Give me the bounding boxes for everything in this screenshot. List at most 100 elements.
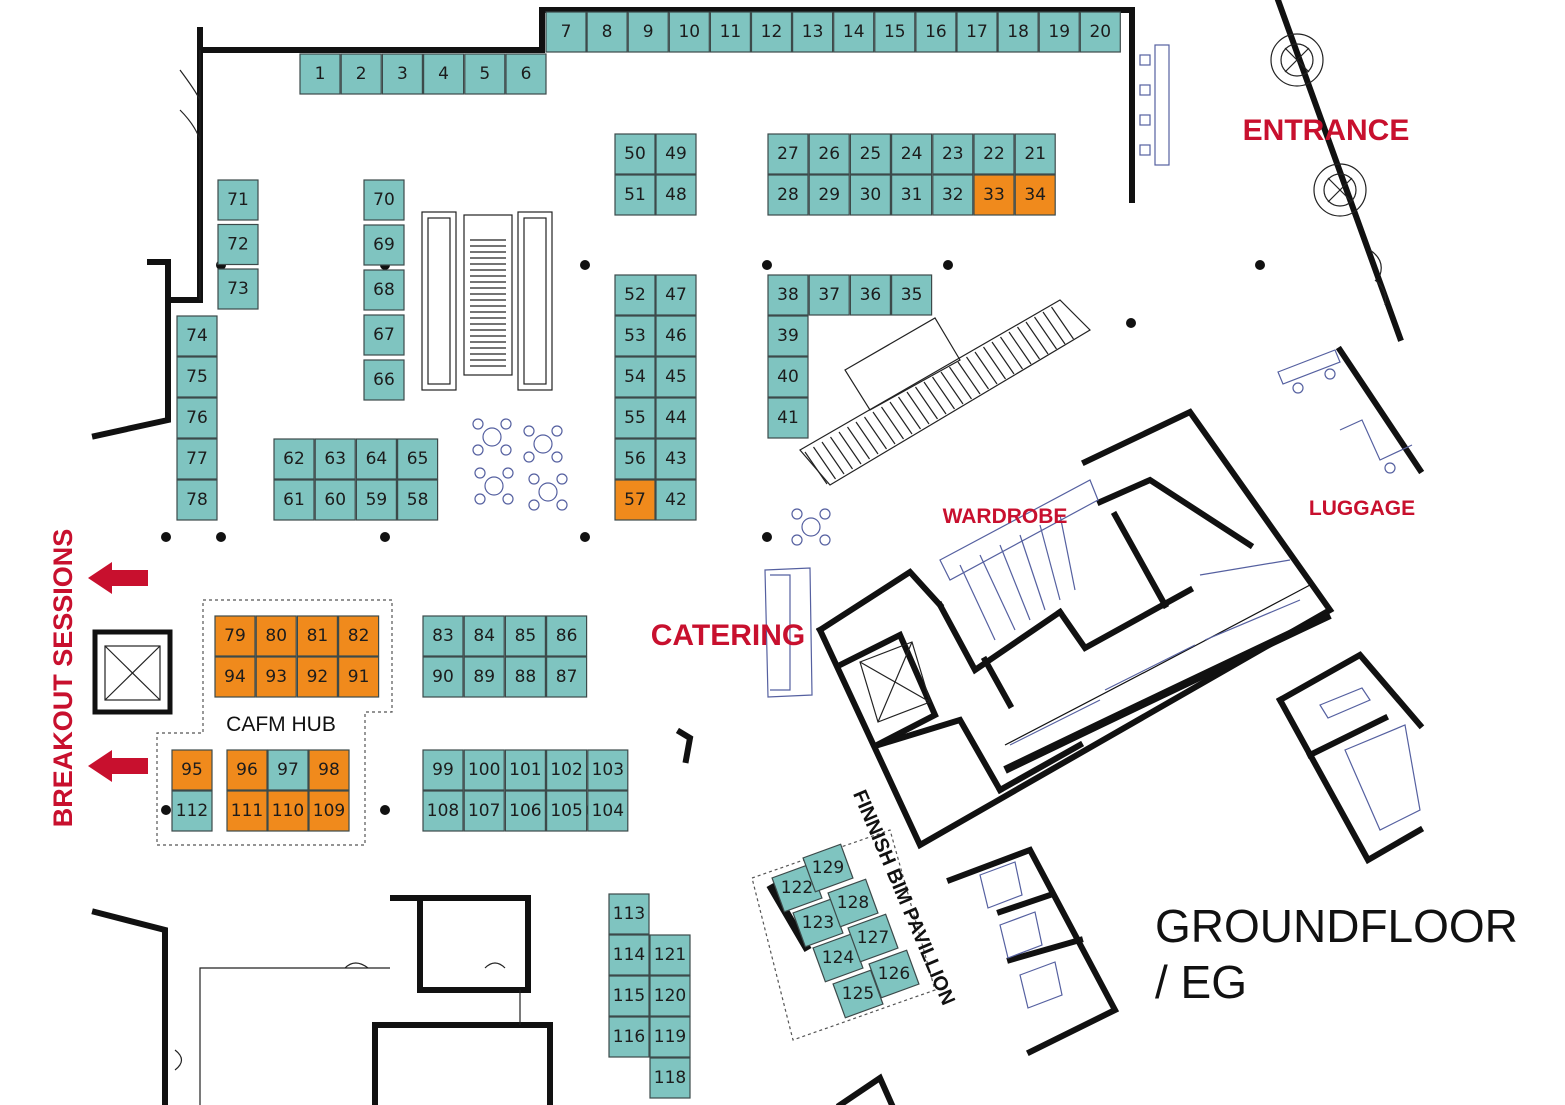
booth-10[interactable]: 10: [668, 11, 710, 53]
booth-89[interactable]: 89: [463, 656, 505, 698]
booth-28[interactable]: 28: [767, 174, 809, 216]
booth-18[interactable]: 18: [997, 11, 1039, 53]
booth-74[interactable]: 74: [176, 315, 218, 357]
booth-119[interactable]: 119: [649, 1016, 691, 1058]
booth-80[interactable]: 80: [255, 615, 297, 657]
booth-111[interactable]: 111: [226, 790, 268, 832]
booth-54[interactable]: 54: [614, 356, 656, 398]
booth-90[interactable]: 90: [422, 656, 464, 698]
booth-42[interactable]: 42: [655, 479, 697, 521]
booth-125[interactable]: 125: [832, 969, 884, 1019]
booth-26[interactable]: 26: [808, 133, 850, 175]
booth-102[interactable]: 102: [545, 749, 588, 791]
booth-1[interactable]: 1: [299, 53, 341, 95]
booth-95[interactable]: 95: [171, 749, 213, 791]
booth-70[interactable]: 70: [363, 179, 405, 221]
booth-24[interactable]: 24: [890, 133, 933, 175]
booth-96[interactable]: 96: [226, 749, 268, 791]
booth-20[interactable]: 20: [1079, 11, 1121, 53]
booth-106[interactable]: 106: [504, 790, 546, 832]
booth-38[interactable]: 38: [767, 274, 809, 316]
booth-68[interactable]: 68: [363, 269, 405, 311]
booth-127[interactable]: 127: [847, 913, 899, 963]
booth-47[interactable]: 47: [655, 274, 697, 316]
booth-126[interactable]: 126: [868, 949, 920, 999]
booth-11[interactable]: 11: [709, 11, 752, 53]
booth-66[interactable]: 66: [363, 359, 405, 401]
booth-91[interactable]: 91: [338, 656, 380, 698]
booth-34[interactable]: 34: [1014, 174, 1056, 216]
booth-109[interactable]: 109: [308, 790, 350, 832]
booth-115[interactable]: 115: [608, 975, 650, 1017]
booth-14[interactable]: 14: [833, 11, 875, 53]
booth-12[interactable]: 12: [750, 11, 793, 53]
booth-86[interactable]: 86: [545, 615, 588, 657]
booth-55[interactable]: 55: [614, 397, 656, 439]
booth-43[interactable]: 43: [655, 438, 697, 480]
booth-5[interactable]: 5: [464, 53, 506, 95]
booth-45[interactable]: 45: [655, 356, 697, 398]
booth-64[interactable]: 64: [355, 438, 397, 480]
booth-83[interactable]: 83: [422, 615, 464, 657]
booth-59[interactable]: 59: [355, 479, 397, 521]
booth-46[interactable]: 46: [655, 315, 697, 357]
booth-27[interactable]: 27: [767, 133, 809, 175]
booth-51[interactable]: 51: [614, 174, 656, 216]
booth-118[interactable]: 118: [649, 1057, 691, 1099]
booth-60[interactable]: 60: [314, 479, 356, 521]
booth-2[interactable]: 2: [340, 53, 382, 95]
booth-25[interactable]: 25: [849, 133, 892, 175]
booth-41[interactable]: 41: [767, 397, 809, 439]
booth-36[interactable]: 36: [849, 274, 892, 316]
booth-85[interactable]: 85: [504, 615, 546, 657]
booth-99[interactable]: 99: [422, 749, 464, 791]
booth-39[interactable]: 39: [767, 315, 809, 357]
booth-63[interactable]: 63: [314, 438, 356, 480]
booth-52[interactable]: 52: [614, 274, 656, 316]
booth-61[interactable]: 61: [273, 479, 315, 521]
breakout-arrow-lower[interactable]: [88, 750, 148, 782]
booth-79[interactable]: 79: [214, 615, 256, 657]
booth-94[interactable]: 94: [214, 656, 256, 698]
booth-15[interactable]: 15: [874, 11, 916, 53]
booth-81[interactable]: 81: [296, 615, 338, 657]
booth-37[interactable]: 37: [808, 274, 850, 316]
breakout-arrow-upper[interactable]: [88, 562, 148, 594]
booth-72[interactable]: 72: [217, 223, 259, 266]
booth-29[interactable]: 29: [808, 174, 850, 216]
booth-75[interactable]: 75: [176, 356, 218, 398]
booth-69[interactable]: 69: [363, 224, 405, 266]
booth-77[interactable]: 77: [176, 438, 218, 480]
booth-16[interactable]: 16: [915, 11, 957, 53]
booth-113[interactable]: 113: [608, 893, 650, 935]
booth-56[interactable]: 56: [614, 438, 656, 480]
booth-4[interactable]: 4: [423, 53, 465, 95]
booth-57[interactable]: 57: [614, 479, 656, 521]
booth-93[interactable]: 93: [255, 656, 297, 698]
booth-22[interactable]: 22: [973, 133, 1015, 175]
booth-33[interactable]: 33: [973, 174, 1015, 216]
booth-88[interactable]: 88: [504, 656, 546, 698]
booth-62[interactable]: 62: [273, 438, 315, 480]
booth-121[interactable]: 121: [649, 934, 691, 976]
booth-19[interactable]: 19: [1038, 11, 1080, 53]
booth-78[interactable]: 78: [176, 479, 218, 521]
booth-76[interactable]: 76: [176, 397, 218, 439]
booth-128[interactable]: 128: [827, 878, 879, 928]
booth-21[interactable]: 21: [1014, 133, 1056, 175]
booth-73[interactable]: 73: [217, 268, 259, 310]
booth-17[interactable]: 17: [956, 11, 998, 53]
booth-108[interactable]: 108: [422, 790, 464, 832]
booth-65[interactable]: 65: [397, 438, 439, 480]
booth-31[interactable]: 31: [890, 174, 933, 216]
booth-32[interactable]: 32: [932, 174, 974, 216]
booth-23[interactable]: 23: [932, 133, 974, 175]
booth-112[interactable]: 112: [171, 790, 213, 832]
booth-87[interactable]: 87: [545, 656, 588, 698]
booth-97[interactable]: 97: [267, 749, 309, 791]
booth-7[interactable]: 7: [545, 11, 587, 53]
booth-58[interactable]: 58: [397, 479, 439, 521]
booth-105[interactable]: 105: [545, 790, 588, 832]
booth-3[interactable]: 3: [381, 53, 423, 95]
booth-100[interactable]: 100: [463, 749, 505, 791]
